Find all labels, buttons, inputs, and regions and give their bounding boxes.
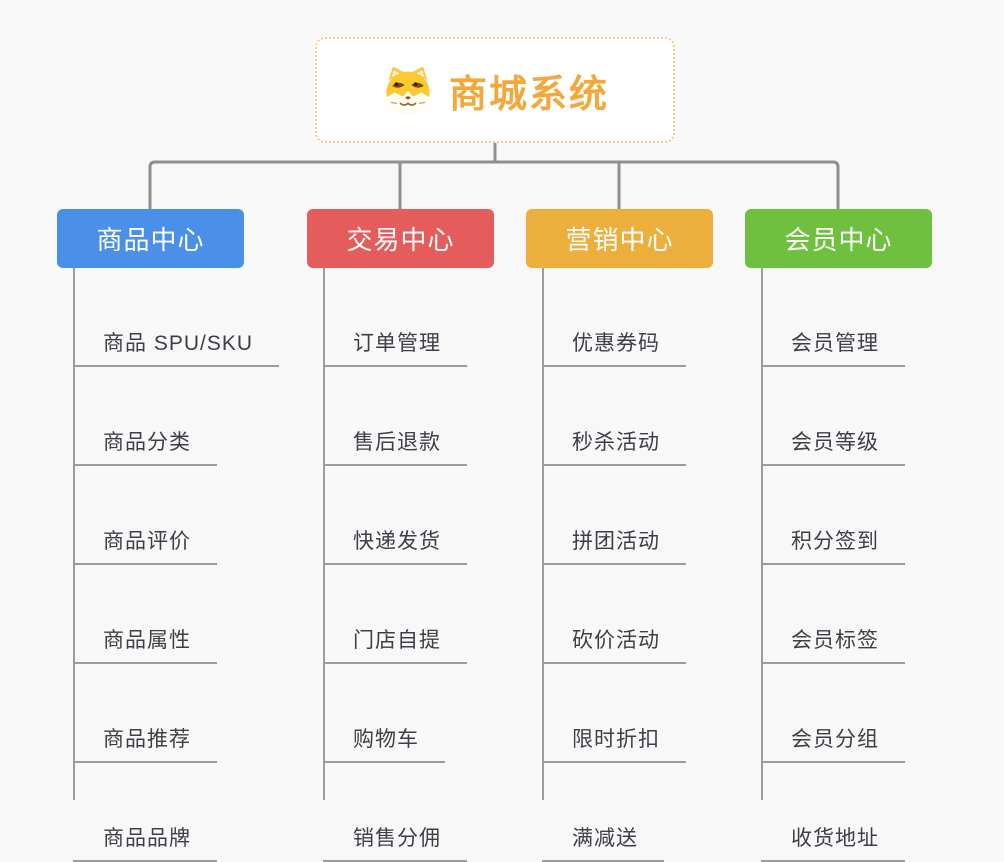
- branch-label: 营销中心: [565, 225, 674, 255]
- leaf-node[interactable]: 商品分类: [73, 412, 217, 466]
- branch-node-product-center[interactable]: 商品中心: [57, 209, 244, 268]
- leaf-node[interactable]: 砍价活动: [542, 610, 686, 664]
- branch-spine-line: [542, 268, 544, 800]
- leaf-node[interactable]: 商品评价: [73, 511, 217, 565]
- leaf-node[interactable]: 限时折扣: [542, 709, 686, 763]
- branch-node-member-center[interactable]: 会员中心: [745, 209, 932, 268]
- tree-connector-lines: [148, 143, 840, 209]
- branch-children-trade-center: 订单管理 售后退款 快递发货 门店自提 购物车 销售分佣: [323, 268, 467, 862]
- leaf-node[interactable]: 拼团活动: [542, 511, 686, 565]
- leaf-node[interactable]: 购物车: [323, 709, 445, 763]
- leaf-node[interactable]: 积分签到: [761, 511, 905, 565]
- leaf-node[interactable]: 收货地址: [761, 808, 905, 862]
- leaf-node[interactable]: 会员标签: [761, 610, 905, 664]
- branch-children-product-center: 商品 SPU/SKU 商品分类 商品评价 商品属性 商品推荐 商品品牌: [73, 268, 280, 862]
- leaf-node[interactable]: 秒杀活动: [542, 412, 686, 466]
- branch-spine-line: [73, 268, 75, 800]
- leaf-node[interactable]: 商品 SPU/SKU: [73, 313, 280, 367]
- leaf-node[interactable]: 商品品牌: [73, 808, 217, 862]
- leaf-node[interactable]: 商品推荐: [73, 709, 217, 763]
- leaf-node[interactable]: 会员管理: [761, 313, 905, 367]
- branch-children-marketing-center: 优惠券码 秒杀活动 拼团活动 砍价活动 限时折扣 满减送: [542, 268, 686, 862]
- leaf-node[interactable]: 优惠券码: [542, 313, 686, 367]
- leaf-node[interactable]: 满减送: [542, 808, 664, 862]
- root-title: 商城系统: [448, 73, 609, 116]
- branch-node-marketing-center[interactable]: 营销中心: [526, 209, 713, 268]
- branch-label: 会员中心: [784, 225, 893, 255]
- root-node[interactable]: 商城系统: [315, 37, 675, 143]
- dog-face-icon: [381, 65, 435, 115]
- leaf-node[interactable]: 会员等级: [761, 412, 905, 466]
- leaf-node[interactable]: 订单管理: [323, 313, 467, 367]
- branch-children-member-center: 会员管理 会员等级 积分签到 会员标签 会员分组 收货地址: [761, 268, 905, 862]
- leaf-node[interactable]: 售后退款: [323, 412, 467, 466]
- branch-spine-line: [761, 268, 763, 800]
- leaf-node[interactable]: 快递发货: [323, 511, 467, 565]
- leaf-node[interactable]: 商品属性: [73, 610, 217, 664]
- branch-spine-line: [323, 268, 325, 800]
- branch-label: 交易中心: [346, 225, 455, 255]
- branch-label: 商品中心: [96, 225, 205, 255]
- leaf-node[interactable]: 销售分佣: [323, 808, 467, 862]
- leaf-node[interactable]: 门店自提: [323, 610, 467, 664]
- branch-node-trade-center[interactable]: 交易中心: [307, 209, 494, 268]
- leaf-node[interactable]: 会员分组: [761, 709, 905, 763]
